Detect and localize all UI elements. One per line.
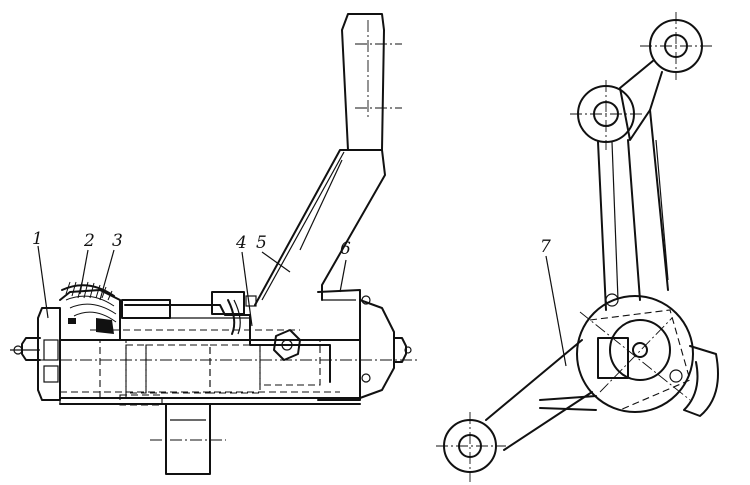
right-end-cap	[359, 299, 412, 399]
callout-5: 5	[256, 233, 267, 253]
callout-labels: 1 2 3 4 5 6 7	[32, 229, 551, 259]
lower-shaft	[150, 403, 226, 475]
left-end-assembly	[10, 289, 121, 401]
lever-arm-upper	[341, 13, 402, 151]
callout-3: 3	[112, 231, 123, 251]
main-body	[40, 299, 420, 406]
cable-clip	[211, 291, 257, 335]
lower-arm	[436, 339, 597, 482]
lever-view	[436, 12, 719, 482]
callout-2: 2	[83, 231, 95, 251]
spring-pack	[61, 281, 117, 334]
lever-arm-diagonal	[254, 149, 386, 306]
upper-eye	[570, 80, 642, 150]
callout-4: 4	[235, 233, 247, 253]
top-eye	[640, 12, 712, 80]
callout-1: 1	[32, 229, 43, 249]
pivot-nut	[273, 329, 301, 361]
side-view	[10, 13, 420, 475]
callout-6: 6	[340, 239, 351, 259]
callout-7: 7	[540, 237, 551, 257]
leader-lines	[37, 245, 567, 367]
central-hub	[576, 293, 694, 413]
